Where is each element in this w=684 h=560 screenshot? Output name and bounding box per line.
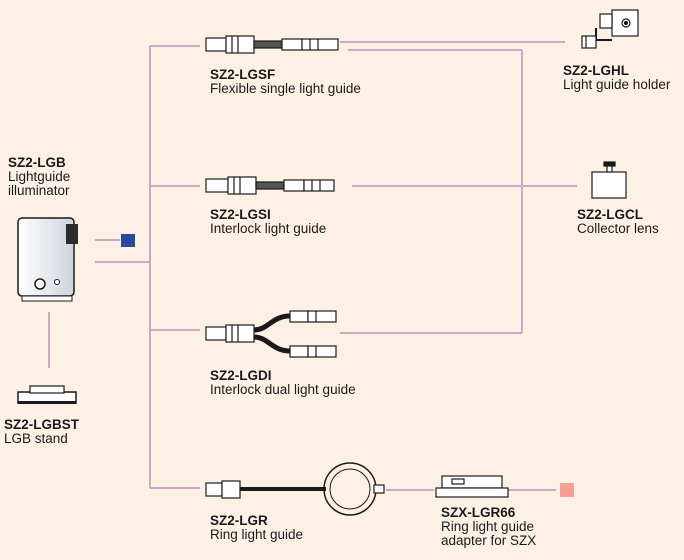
stand-desc: LGB stand: [4, 431, 68, 446]
blue-marker: [121, 234, 135, 247]
collector-lens-device: [591, 161, 627, 199]
ring-guide-code: SZ2-LGR: [210, 513, 268, 528]
light-guide-holder-device: [581, 9, 639, 49]
stand-device: [17, 385, 77, 404]
ring-light-guide-device: [205, 462, 385, 516]
collector-lens-code: SZ2-LGCL: [577, 207, 643, 222]
stand-label: SZ2-LGBST LGB stand: [4, 418, 79, 446]
interlock-guide-label: SZ2-LGSI Interlock light guide: [210, 208, 326, 236]
interlock-guide-desc: Interlock light guide: [210, 221, 327, 236]
illuminator-desc-line2: illuminator: [8, 183, 70, 198]
dual-guide-label: SZ2-LGDI Interlock dual light guide: [210, 369, 356, 397]
collector-lens-label: SZ2-LGCL Collector lens: [577, 208, 659, 236]
dual-light-guide-device: [205, 310, 337, 358]
stand-code: SZ2-LGBST: [4, 417, 80, 432]
dual-guide-desc: Interlock dual light guide: [210, 382, 356, 397]
ring-adapter-label: SZX-LGR66 Ring light guide adapter for S…: [441, 506, 536, 548]
illuminator-label: SZ2-LGB Lightguide illuminator: [8, 156, 70, 198]
interlock-guide-code: SZ2-LGSI: [210, 207, 271, 222]
guide-holder-code: SZ2-LGHL: [563, 63, 629, 78]
pink-marker: [560, 483, 574, 497]
ring-guide-desc: Ring light guide: [210, 527, 304, 542]
connector-lines: [48, 41, 577, 491]
guide-holder-label: SZ2-LGHL Light guide holder: [563, 64, 670, 92]
single-guide-label: SZ2-LGSF Flexible single light guide: [210, 68, 361, 96]
illuminator-desc-line1: Lightguide: [8, 169, 71, 184]
ring-adapter-desc-line2: adapter for SZX: [441, 533, 537, 548]
ring-adapter-code: SZX-LGR66: [441, 505, 516, 520]
ring-guide-label: SZ2-LGR Ring light guide: [210, 514, 303, 542]
illuminator-code: SZ2-LGB: [8, 155, 66, 170]
illuminator-device: [17, 217, 78, 302]
single-guide-code: SZ2-LGSF: [210, 67, 276, 82]
ring-adapter-desc-line1: Ring light guide: [441, 519, 535, 534]
dual-guide-code: SZ2-LGDI: [210, 368, 272, 383]
single-guide-desc: Flexible single light guide: [210, 81, 361, 96]
ring-adapter-device: [435, 475, 509, 498]
single-light-guide-device: [205, 35, 339, 54]
interlock-light-guide-device: [205, 176, 335, 195]
guide-holder-desc: Light guide holder: [563, 77, 671, 92]
collector-lens-desc: Collector lens: [577, 221, 659, 236]
